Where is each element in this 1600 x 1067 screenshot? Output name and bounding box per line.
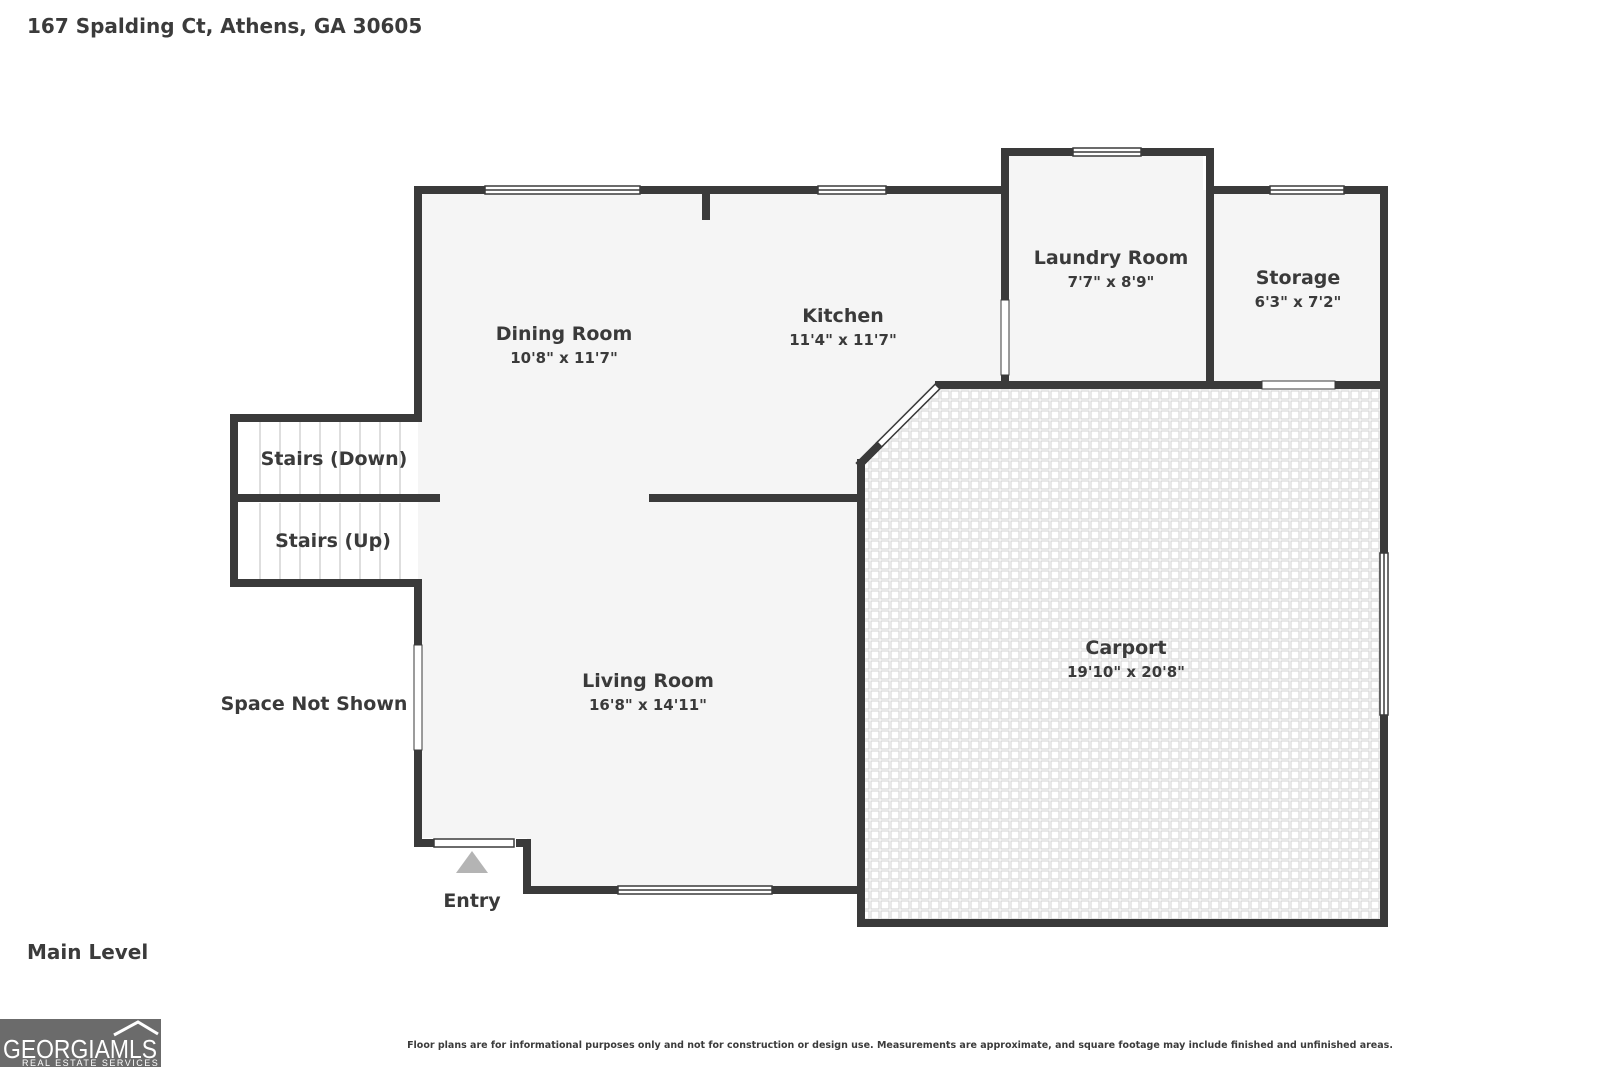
dining-room-name: Dining Room — [496, 323, 633, 345]
laundry-room-dims: 7'7" x 8'9" — [1068, 273, 1155, 291]
laundry-floor — [1005, 152, 1203, 385]
property-address: 167 Spalding Ct, Athens, GA 30605 — [27, 14, 423, 38]
carport-name: Carport — [1085, 637, 1166, 659]
stairs-down-label: Stairs (Down) — [261, 448, 408, 470]
laundry-room-name: Laundry Room — [1034, 247, 1189, 269]
logo-brand: GEORGIAMLS — [3, 1034, 157, 1064]
level-label: Main Level — [27, 940, 149, 964]
walls — [230, 148, 1388, 927]
georgia-mls-logo: GEORGIAMLS REAL ESTATE SERVICES — [0, 1019, 161, 1067]
kitchen-name: Kitchen — [802, 305, 884, 327]
openings — [413, 299, 1336, 751]
logo-subtitle: REAL ESTATE SERVICES — [22, 1058, 159, 1067]
living-room-dims: 16'8" x 14'11" — [589, 696, 707, 714]
carport-dims: 19'10" x 20'8" — [1067, 663, 1185, 681]
entry-label: Entry — [443, 890, 501, 912]
stairs-up-label: Stairs (Up) — [275, 530, 391, 552]
space-not-shown-label: Space Not Shown — [221, 693, 408, 715]
storage-name: Storage — [1256, 267, 1341, 289]
disclaimer: Floor plans are for informational purpos… — [407, 1040, 1393, 1051]
living-room-name: Living Room — [582, 670, 714, 692]
kitchen-dims: 11'4" x 11'7" — [789, 331, 897, 349]
carport-floor — [861, 385, 1381, 922]
stair-treads — [259, 420, 401, 582]
windows — [433, 147, 1389, 895]
storage-floor — [1203, 190, 1381, 385]
entry-arrow-icon — [456, 851, 488, 873]
storage-dims: 6'3" x 7'2" — [1255, 293, 1342, 311]
dining-room-dims: 10'8" x 11'7" — [510, 349, 618, 367]
roof-icon — [113, 1020, 159, 1037]
